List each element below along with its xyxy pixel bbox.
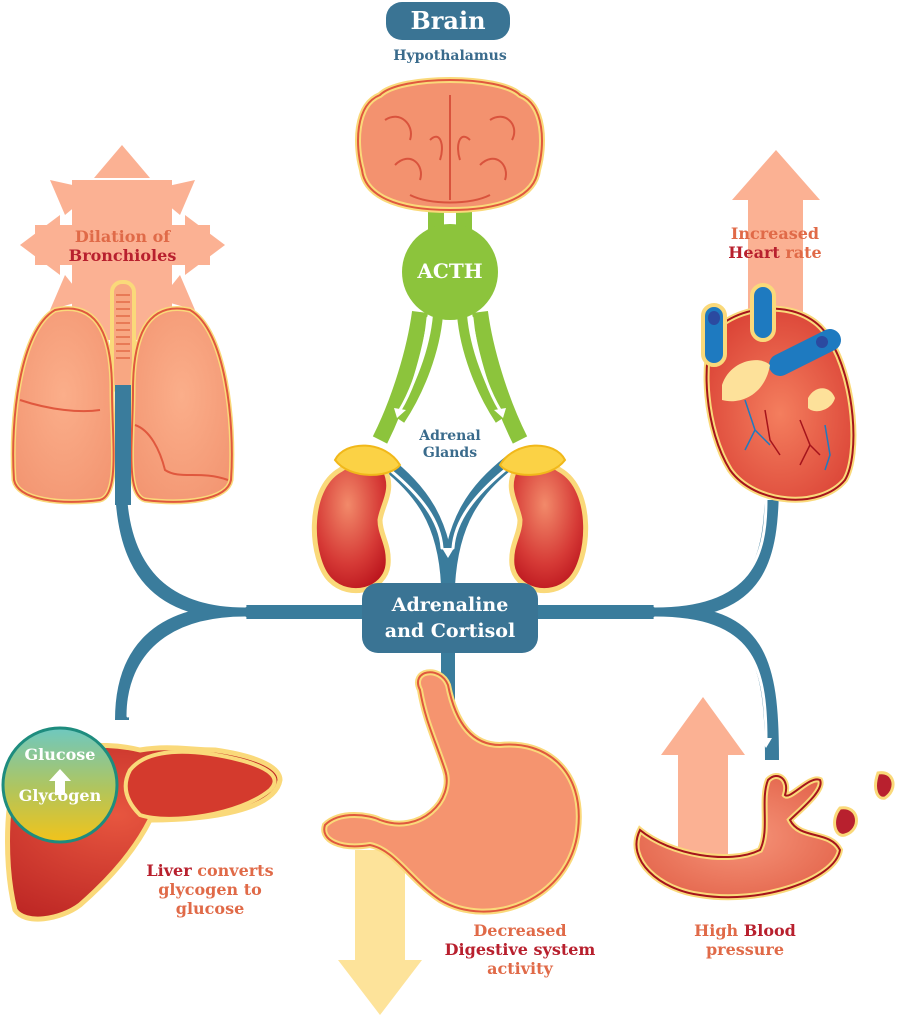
hypothalamus-label: Hypothalamus <box>393 48 507 64</box>
brain-title: Brain <box>386 2 510 40</box>
lungs-icon <box>10 280 235 505</box>
liver-effect-label: Liver converts glycogen to glucose <box>146 861 274 919</box>
decrease-arrow-icon <box>338 850 422 1015</box>
adrenaline-cortisol-hub: Adrenaline and Cortisol <box>362 583 538 653</box>
acth-node <box>372 224 528 444</box>
right-kidney-icon <box>498 444 589 594</box>
heart-effect-label: Increased Heart rate <box>728 224 822 263</box>
heart-icon <box>701 283 857 503</box>
lungs-effect-label: Dilation of Bronchioles <box>68 227 177 266</box>
glycogen-label: Glycogen <box>18 786 102 806</box>
left-kidney-icon <box>311 444 402 594</box>
adrenal-line2: Glands <box>422 444 478 461</box>
glucose-glycogen-badge <box>1 726 119 844</box>
hub-line2: and Cortisol <box>384 620 516 642</box>
pathway-flow-arrows <box>126 468 768 742</box>
digestive-effect-label: Decreased Digestive system activity <box>444 921 596 979</box>
hub-line1: Adrenaline <box>391 594 509 616</box>
pressure-arrow-icon <box>661 697 745 855</box>
adrenal-line1: Adrenal <box>419 428 481 444</box>
blood-vessel-icon <box>633 771 895 901</box>
stomach-icon <box>321 669 582 915</box>
brain-icon <box>355 77 545 235</box>
glucose-label: Glucose <box>24 745 96 764</box>
adrenal-glands-label: Adrenal Glands <box>395 428 505 462</box>
glucose-badge-text: Glucose Glycogen <box>3 745 117 805</box>
acth-label: ACTH <box>417 259 483 283</box>
blood-pressure-effect-label: High Blood pressure <box>694 921 796 960</box>
